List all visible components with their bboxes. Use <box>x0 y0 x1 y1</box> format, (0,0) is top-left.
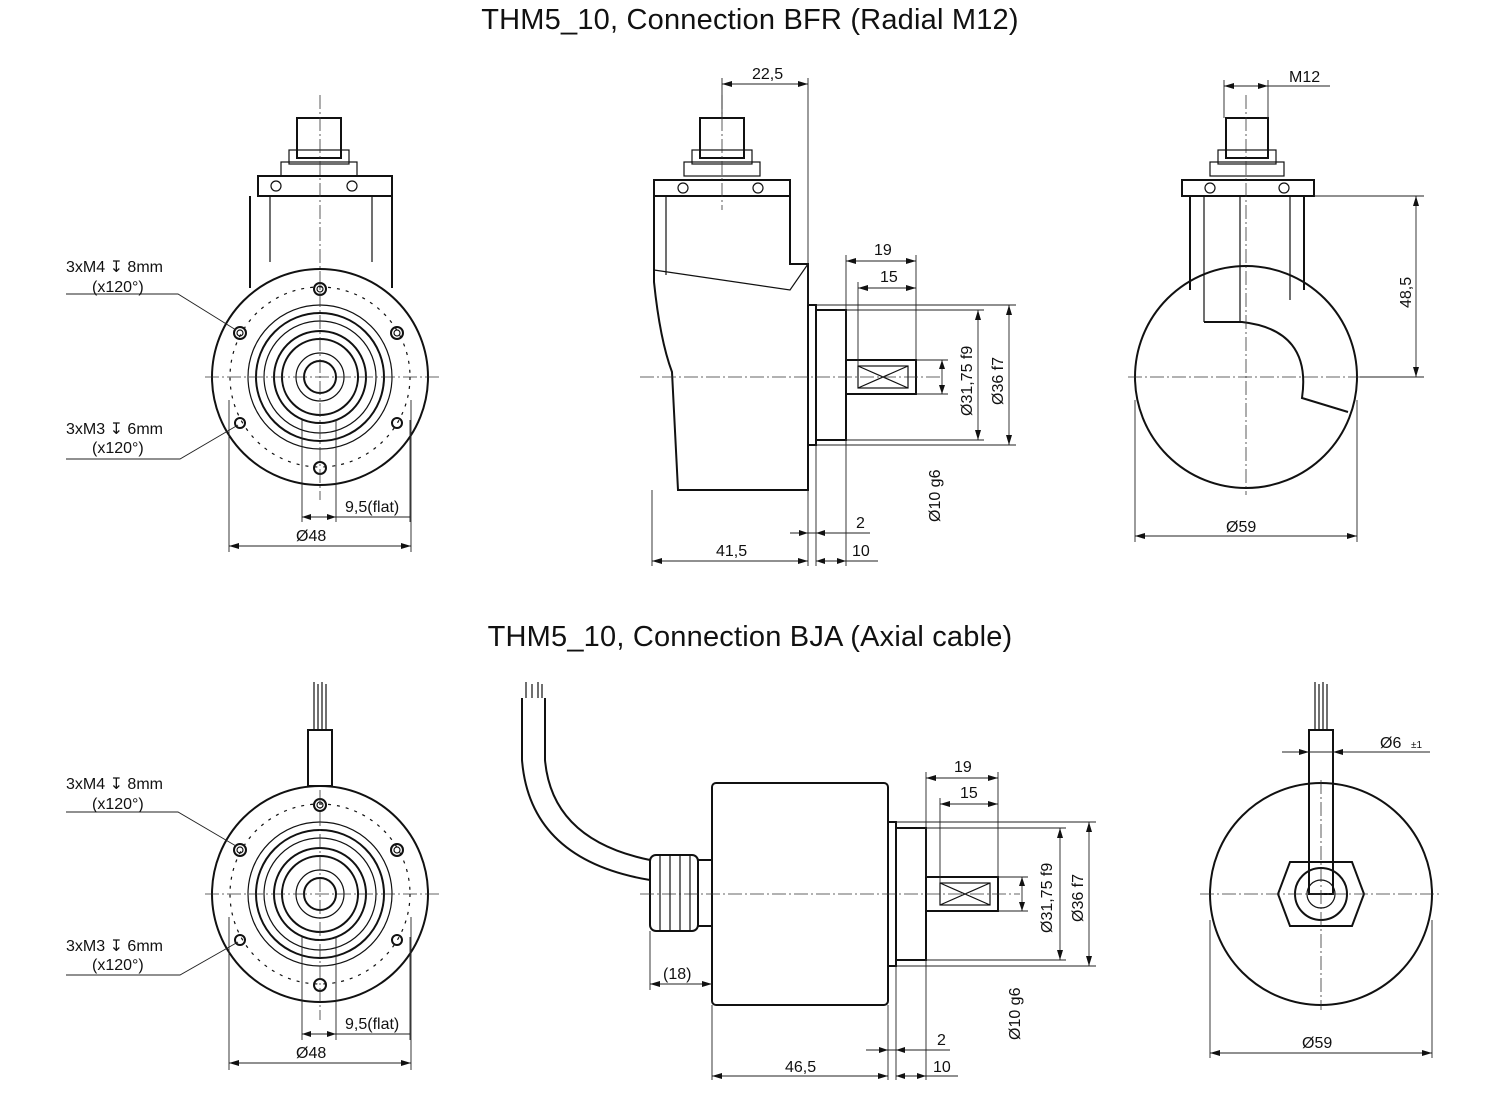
bja-flat-label: 9,5(flat) <box>345 1016 399 1033</box>
bfr-d59: Ø59 <box>1226 519 1256 536</box>
bfr-d48-label: Ø48 <box>296 528 326 545</box>
bja-m4-label: 3xM4 ↧ 8mm <box>66 776 163 793</box>
bfr-thread: M12 <box>1289 69 1320 86</box>
bfr-connector-offset: 22,5 <box>752 66 783 83</box>
bja-cable-dia: Ø6 <box>1380 735 1401 752</box>
bja-rear-view <box>1200 682 1440 1058</box>
bja-side-view <box>521 682 1096 1080</box>
bja-gap: 2 <box>937 1032 946 1049</box>
title-bfr: THM5_10, Connection BFR (Radial M12) <box>481 4 1019 36</box>
bfr-front-view <box>66 95 440 552</box>
bja-flange-length: 10 <box>933 1059 951 1076</box>
cable-bend-1 <box>521 698 651 881</box>
bja-cable-tol: ±1 <box>1411 740 1422 751</box>
bja-d48-label: Ø48 <box>296 1045 326 1062</box>
bfr-d-pilot: Ø31,75 f9 <box>959 346 976 416</box>
bja-key-length: 15 <box>960 785 978 802</box>
bja-d59: Ø59 <box>1302 1035 1332 1052</box>
bja-gland-length: (18) <box>663 966 691 983</box>
bja-shaft-length: 19 <box>954 759 972 776</box>
bja-front-view <box>66 682 440 1070</box>
bja-m3-label: 3xM3 ↧ 6mm <box>66 938 163 955</box>
bfr-side-view <box>640 78 1016 566</box>
bfr-height: 48,5 <box>1398 277 1415 308</box>
bja-m3-angle: (x120°) <box>92 957 144 974</box>
bfr-rear-view <box>1128 80 1424 542</box>
title-bja: THM5_10, Connection BJA (Axial cable) <box>487 621 1013 653</box>
housing-sides <box>249 196 393 288</box>
bfr-d-shaft: Ø10 g6 <box>927 469 944 522</box>
bfr-d-flange: Ø36 f7 <box>990 357 1007 405</box>
cable <box>307 729 333 787</box>
connector-body <box>296 117 342 159</box>
bfr-m3-label: 3xM3 ↧ 6mm <box>66 421 163 438</box>
bfr-body-length: 41,5 <box>716 543 747 560</box>
bja-d-pilot: Ø31,75 f9 <box>1039 863 1056 933</box>
bfr-m4-angle: (x120°) <box>92 279 144 296</box>
bja-d-shaft: Ø10 g6 <box>1007 987 1024 1040</box>
bfr-flange-length: 10 <box>852 543 870 560</box>
bfr-m3-angle: (x120°) <box>92 440 144 457</box>
bja-m4-angle: (x120°) <box>92 796 144 813</box>
bja-body-length: 46,5 <box>785 1059 816 1076</box>
bfr-key-length: 15 <box>880 269 898 286</box>
bfr-flat-label: 9,5(flat) <box>345 499 399 516</box>
bja-d-flange: Ø36 f7 <box>1070 874 1087 922</box>
bfr-shaft-length: 19 <box>874 242 892 259</box>
bfr-m4-label: 3xM4 ↧ 8mm <box>66 259 163 276</box>
bfr-gap: 2 <box>856 515 865 532</box>
connector-flange <box>257 175 393 197</box>
